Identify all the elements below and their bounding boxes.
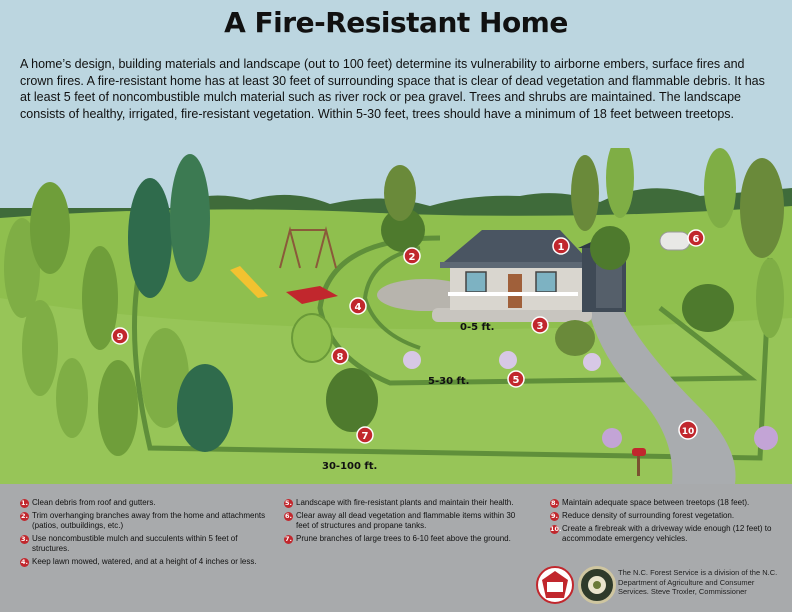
page-title: A Fire-Resistant Home (224, 6, 568, 39)
legend-badge-7: 7. (284, 535, 293, 544)
marker-8: 8 (331, 347, 349, 365)
marker-10: 10 (678, 420, 698, 440)
legend-badge-4: 4. (20, 558, 29, 567)
zone-label-30-100: 30-100 ft. (322, 461, 377, 472)
svg-text:10: 10 (682, 427, 695, 437)
landscape-illustration: 0-5 ft. 5-30 ft. 30-100 ft. 1 2 3 4 5 6 … (0, 148, 792, 484)
slide (230, 266, 268, 298)
svg-text:2: 2 (409, 252, 416, 263)
legend-badge-8: 8. (550, 499, 559, 508)
yard-trees (291, 148, 784, 432)
mailbox (632, 448, 646, 456)
legend-text-2: Trim overhanging branches away from the … (32, 511, 266, 530)
legend-badge-1: 1. (20, 499, 29, 508)
svg-text:8: 8 (337, 352, 344, 363)
nc-forest-service-logo (536, 566, 574, 604)
ncda-seal-logo (578, 566, 616, 604)
marker-4: 4 (349, 297, 367, 315)
legend-item-4: 4.Keep lawn mowed, watered, and at a hei… (20, 557, 276, 567)
zone-label-5-30: 5-30 ft. (428, 376, 469, 387)
swing-set (279, 226, 337, 269)
svg-text:7: 7 (362, 431, 369, 442)
legend-badge-9: 9. (550, 512, 559, 521)
marker-2: 2 (403, 247, 421, 265)
legend-badge-10: 10. (550, 525, 562, 534)
legend-text-6: Clear away all dead vegetation and flamm… (296, 511, 516, 530)
mailbox-post (637, 456, 640, 476)
zone-path-inner (362, 246, 421, 350)
legend-text-10: Create a firebreak with a driveway wide … (562, 524, 772, 543)
forest-trees (4, 154, 233, 456)
legend-badge-2: 2. (20, 512, 29, 521)
intro-paragraph: A home’s design, building materials and … (20, 57, 765, 121)
marker-7: 7 (356, 426, 374, 444)
marker-6: 6 (687, 229, 705, 247)
legend-column-3: 8.Maintain adequate space between treeto… (550, 498, 776, 547)
svg-text:9: 9 (117, 332, 124, 343)
legend-item-10: 10.Create a firebreak with a driveway wi… (550, 524, 776, 544)
legend-panel: 1.Clean debris from roof and gutters. 2.… (0, 484, 792, 612)
svg-text:1: 1 (558, 242, 565, 253)
legend-text-1: Clean debris from roof and gutters. (32, 498, 156, 507)
legend-item-9: 9.Reduce density of surrounding forest v… (550, 511, 776, 521)
legend-item-7: 7.Prune branches of large trees to 6-10 … (284, 534, 530, 544)
svg-text:6: 6 (693, 234, 700, 245)
legend-column-1: 1.Clean debris from roof and gutters. 2.… (20, 498, 276, 570)
legend-text-5: Landscape with fire-resistant plants and… (296, 498, 514, 507)
marker-1: 1 (552, 237, 570, 255)
gravel-patio (377, 279, 473, 311)
legend-badge-5: 5. (284, 499, 293, 508)
svg-text:3: 3 (537, 321, 544, 332)
flowering-shrubs (403, 351, 778, 450)
legend-item-2: 2.Trim overhanging branches away from th… (20, 511, 276, 531)
legend-text-4: Keep lawn mowed, watered, and at a heigh… (32, 557, 257, 566)
legend-text-8: Maintain adequate space between treetops… (562, 498, 750, 507)
marker-9: 9 (111, 327, 129, 345)
house (440, 230, 630, 312)
propane-tank (659, 231, 691, 251)
legend-item-6: 6.Clear away all dead vegetation and fla… (284, 511, 530, 531)
legend-column-2: 5.Landscape with fire-resistant plants a… (284, 498, 530, 547)
legend-item-8: 8.Maintain adequate space between treeto… (550, 498, 776, 508)
marker-5: 5 (507, 370, 525, 388)
credit-text: The N.C. Forest Service is a division of… (618, 568, 778, 596)
gravel-border (432, 308, 592, 322)
svg-text:5: 5 (513, 375, 520, 386)
driveway (588, 308, 736, 484)
legend-badge-3: 3. (20, 535, 29, 544)
legend-text-3: Use noncombustible mulch and succulents … (32, 534, 238, 553)
legend-item-3: 3.Use noncombustible mulch and succulent… (20, 534, 276, 554)
sandbox (286, 286, 338, 304)
legend-item-5: 5.Landscape with fire-resistant plants a… (284, 498, 530, 508)
legend-text-9: Reduce density of surrounding forest veg… (562, 511, 735, 520)
svg-text:4: 4 (355, 302, 362, 313)
zone-path-5-30 (317, 235, 758, 386)
zone-label-0-5: 0-5 ft. (460, 322, 494, 333)
legend-text-7: Prune branches of large trees to 6-10 fe… (296, 534, 511, 543)
marker-3: 3 (531, 316, 549, 334)
legend-badge-6: 6. (284, 512, 293, 521)
legend-item-1: 1.Clean debris from roof and gutters. (20, 498, 276, 508)
